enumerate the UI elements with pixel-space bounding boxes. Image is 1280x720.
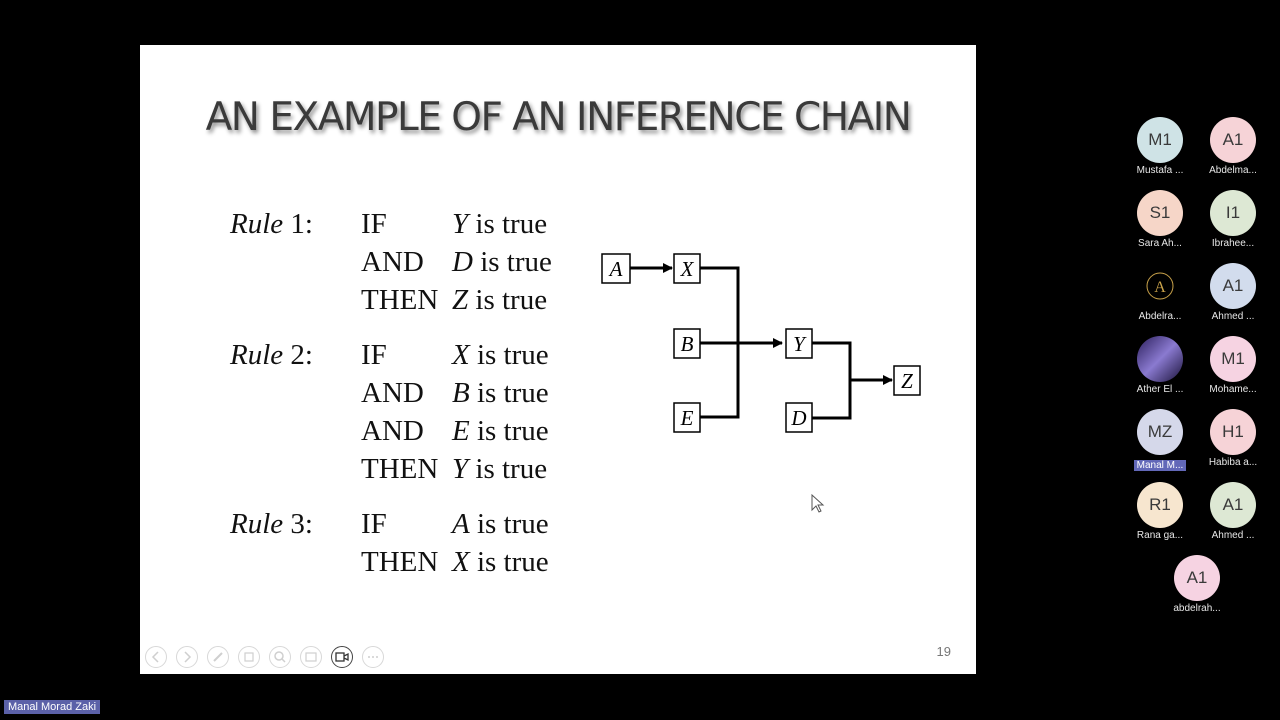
rule-keyword: AND [361,246,424,278]
node-b-label: B [681,332,694,356]
participant-name: abdelrah... [1173,603,1221,614]
participant-name: Ibrahee... [1211,238,1255,249]
speaker-name-label: Manal Morad Zaki [4,700,101,714]
more-icon[interactable] [362,646,384,668]
rule-condition: B is true [452,377,549,409]
presentation-slide: AN EXAMPLE OF AN INFERENCE CHAIN Rule 1:… [140,45,976,674]
rule-condition: Y is true [452,453,548,485]
rule-condition: X is true [452,339,549,371]
slideshow-controls [145,646,384,668]
avatar: R1 [1137,482,1183,528]
participant-tile[interactable]: Ather El ... [1125,336,1195,404]
avatar: I1 [1210,190,1256,236]
rule-label: Rule 3: [230,508,313,540]
next-icon[interactable] [176,646,198,668]
svg-text:A: A [1154,279,1166,296]
rule-keyword: AND [361,377,424,409]
avatar: M1 [1137,117,1183,163]
node-a: A [601,253,631,284]
zoom-icon[interactable] [269,646,291,668]
participant-name: Abdelra... [1138,311,1182,322]
participant-name: Ahmed ... [1211,311,1255,322]
participant-tile[interactable]: M1 Mustafa ... [1125,117,1195,185]
participant-tile[interactable]: M1 Mohame... [1198,336,1268,404]
rule-label: Rule 2: [230,339,313,371]
participant-tile-active-speaker[interactable]: MZ Manal M... [1125,409,1195,477]
participant-name: Abdelma... [1209,165,1257,176]
rule-keyword: THEN [361,546,439,578]
node-z-label: Z [901,369,913,393]
node-b: B [673,328,701,359]
participant-tile[interactable]: A Abdelra... [1125,263,1195,331]
node-z: Z [893,365,921,396]
participant-name: Sara Ah... [1138,238,1182,249]
avatar: A1 [1210,117,1256,163]
node-y: Y [785,328,813,359]
copy-icon[interactable] [238,646,260,668]
rule-keyword: IF [361,339,387,371]
participant-tile[interactable]: I1 Ibrahee... [1198,190,1268,258]
rule-keyword: IF [361,508,387,540]
pen-icon[interactable] [207,646,229,668]
inference-chain-diagram: A X B E Y D Z [601,253,921,433]
participant-tile[interactable]: S1 Sara Ah... [1125,190,1195,258]
node-x: X [673,253,701,284]
participant-name: Ather El ... [1136,384,1184,395]
previous-icon[interactable] [145,646,167,668]
participant-tile[interactable]: A1 Ahmed ... [1198,482,1268,550]
rule-keyword: THEN [361,284,439,316]
slide-page-number: 19 [936,644,951,659]
video-icon[interactable] [331,646,353,668]
node-d: D [785,402,813,433]
rule-condition: D is true [452,246,552,278]
rule-condition: A is true [452,508,549,540]
rule-condition: X is true [452,546,549,578]
avatar-photo-icon [1137,336,1183,382]
node-x-label: X [680,257,695,281]
avatar: S1 [1137,190,1183,236]
avatar: H1 [1210,409,1256,455]
avatar-logo-icon: A [1137,263,1183,309]
participant-name: Ahmed ... [1211,530,1255,541]
avatar: MZ [1137,409,1183,455]
mouse-cursor-icon [811,494,825,513]
rule-keyword: AND [361,415,424,447]
rule-keyword: THEN [361,453,439,485]
rule-condition: E is true [452,415,549,447]
participant-tile[interactable]: R1 Rana ga... [1125,482,1195,550]
participant-name: Habiba a... [1208,457,1258,468]
participant-tile[interactable]: A1 abdelrah... [1162,555,1232,623]
participant-tile[interactable]: A1 Abdelma... [1198,117,1268,185]
subtitle-icon[interactable] [300,646,322,668]
edge-y-d-bracket [812,341,852,420]
avatar: A1 [1210,263,1256,309]
participant-name: Mohame... [1209,384,1257,395]
rule-keyword: IF [361,208,387,240]
rule-condition: Z is true [452,284,548,316]
avatar: M1 [1210,336,1256,382]
participant-tile[interactable]: A1 Ahmed ... [1198,263,1268,331]
node-y-label: Y [793,332,807,356]
node-e-label: E [680,406,694,430]
node-e: E [673,402,701,433]
slide-title: AN EXAMPLE OF AN INFERENCE CHAIN [205,95,912,140]
node-a-label: A [608,257,623,281]
participant-tile[interactable]: H1 Habiba a... [1198,409,1268,477]
participant-name: Manal M... [1133,460,1187,471]
avatar: A1 [1174,555,1220,601]
avatar: A1 [1210,482,1256,528]
rule-label: Rule 1: [230,208,313,240]
rule-condition: Y is true [452,208,548,240]
node-d-label: D [790,406,806,430]
participant-name: Rana ga... [1136,530,1184,541]
participant-name: Mustafa ... [1136,165,1184,176]
